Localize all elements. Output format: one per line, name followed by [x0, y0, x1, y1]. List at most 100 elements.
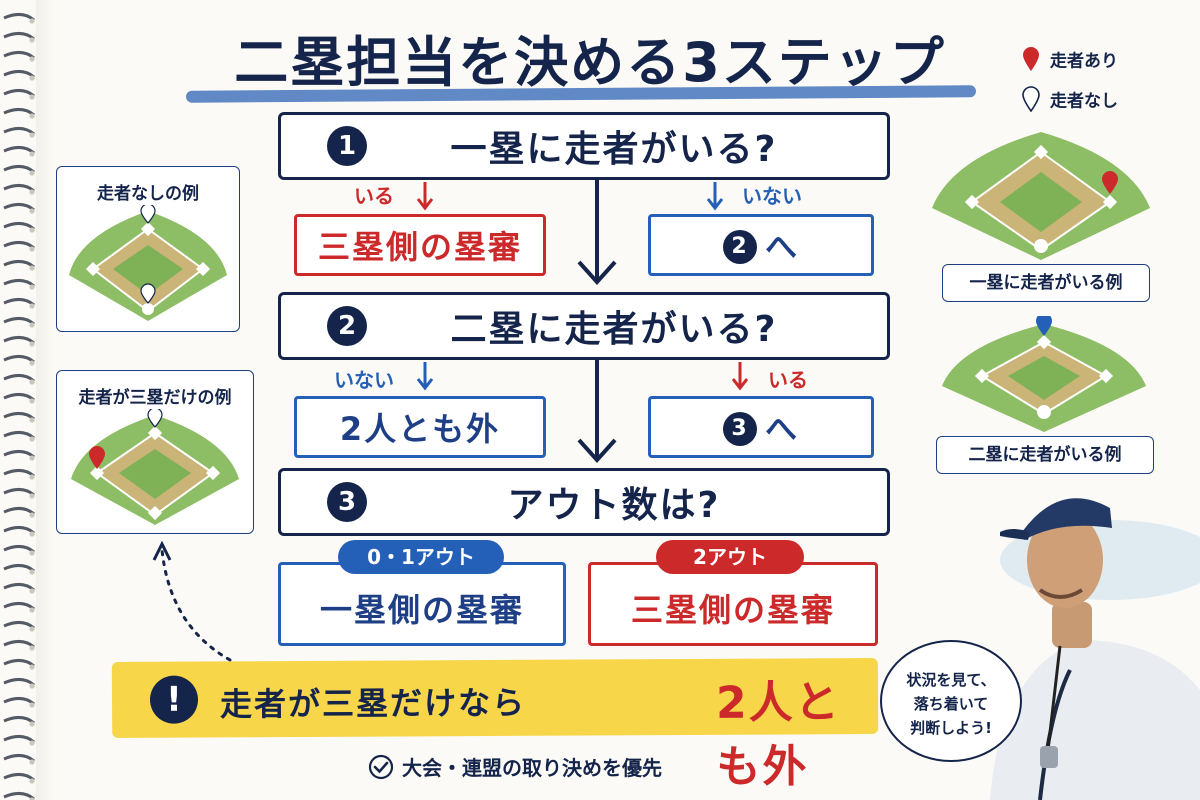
spiral-ring [3, 678, 35, 687]
step-2-no-answer: 2人とも外 [294, 396, 546, 458]
step-1-no-label: いない [742, 184, 802, 208]
spiral-ring [3, 127, 35, 136]
spiral-hole [29, 702, 35, 708]
spiral-hole [29, 664, 35, 670]
spiral-binding [3, 13, 35, 800]
spiral-ring [3, 184, 35, 193]
spiral-hole [29, 284, 35, 290]
spiral-hole [29, 607, 35, 613]
spiral-ring [3, 754, 35, 763]
spiral-hole [29, 759, 35, 765]
spiral-ring [3, 640, 35, 649]
spiral-hole [29, 75, 35, 81]
spiral-ring [3, 203, 35, 212]
exclamation-icon: ! [149, 675, 199, 724]
spiral-hole [29, 189, 35, 195]
spiral-hole [29, 113, 35, 119]
step-2-yes-label: いる [768, 368, 808, 392]
goto-step-3-badge: 3 [722, 412, 757, 446]
warning-text: 走者が三塁だけなら [219, 683, 527, 724]
spiral-hole [29, 531, 35, 537]
spiral-ring [3, 241, 35, 250]
spiral-ring [3, 336, 35, 345]
spiral-hole [29, 379, 35, 385]
spiral-hole [29, 588, 35, 594]
spiral-ring [3, 583, 35, 592]
baseball-diamond-diagram [69, 205, 227, 321]
coach-illustration [990, 498, 1200, 800]
step-2-question-text: 二塁に走者がいる? [450, 309, 778, 350]
spiral-hole [29, 56, 35, 62]
caption-second-base-example: 二塁に走者がいる例 [936, 436, 1154, 474]
spiral-hole [29, 550, 35, 556]
diamond-second-base-runner [942, 316, 1146, 432]
spiral-ring [3, 317, 35, 326]
spiral-ring [3, 70, 35, 79]
baseball-diamond-diagram [71, 409, 239, 525]
spiral-hole [29, 227, 35, 233]
spiral-ring [3, 621, 35, 630]
step-1-yes-label: いる [354, 184, 394, 208]
legend-no-runner: 走者なし [1022, 86, 1182, 112]
spiral-ring [3, 165, 35, 174]
dotted-pointer-arrow [152, 540, 232, 662]
spiral-ring [3, 222, 35, 231]
spiral-hole [29, 740, 35, 746]
spiral-ring [3, 146, 35, 155]
spiral-ring [3, 488, 35, 497]
spiral-hole [29, 683, 35, 689]
legend-with-runner: 走者あり [1022, 46, 1182, 72]
step-3-number: 3 [327, 482, 367, 522]
spiral-hole [29, 265, 35, 271]
spiral-hole [29, 797, 35, 800]
spiral-hole [29, 436, 35, 442]
footnote: 大会・連盟の取り決めを優先 [368, 752, 662, 781]
checkmark-circle-icon [368, 754, 394, 779]
spiral-hole [29, 474, 35, 480]
spiral-ring [3, 659, 35, 668]
spiral-hole [29, 645, 35, 651]
coach-speech-bubble: 状況を見て、 落ち着いて 判断しよう! [880, 640, 1022, 762]
step-3-question: 3 アウト数は? [278, 468, 890, 536]
spiral-hole [29, 170, 35, 176]
spiral-ring [3, 13, 35, 22]
spiral-hole [29, 208, 35, 214]
diamond-first-base-runner [932, 132, 1150, 260]
spiral-hole [29, 778, 35, 784]
spiral-ring [3, 298, 35, 307]
step-1-number: 1 [327, 126, 367, 166]
spiral-hole [29, 94, 35, 100]
warning-banner: ! 走者が三塁だけなら 2人とも外 [111, 657, 879, 793]
step-3-right-answer: 三塁側の塁審 [588, 562, 878, 646]
spiral-hole [29, 37, 35, 43]
spiral-ring [3, 545, 35, 554]
example-card-third-only: 走者が三塁だけの例 [56, 370, 254, 534]
spiral-hole [29, 417, 35, 423]
step-3-question-text: アウト数は? [507, 485, 721, 526]
spiral-ring [3, 735, 35, 744]
spiral-ring [3, 792, 35, 800]
spiral-ring [3, 393, 35, 402]
spiral-ring [3, 374, 35, 383]
step-1-question-text: 一塁に走者がいる? [450, 129, 778, 170]
spiral-ring [3, 716, 35, 725]
step-3-left-answer: 一塁側の塁審 [278, 562, 566, 646]
step-2-question: 2 二塁に走者がいる? [278, 292, 890, 360]
spiral-ring [3, 279, 35, 288]
page-title: 二塁担当を決める3ステップ [234, 31, 946, 94]
example-card-caption: 走者が三塁だけの例 [78, 388, 232, 408]
caption-first-base-example: 一塁に走者がいる例 [942, 264, 1150, 302]
spiral-ring [3, 450, 35, 459]
spiral-ring [3, 526, 35, 535]
example-card-caption: 走者なしの例 [97, 184, 199, 204]
goto-step-2-badge: 2 [722, 230, 757, 264]
spiral-ring [3, 602, 35, 611]
spiral-ring [3, 469, 35, 478]
step-2-no-label: いない [334, 368, 394, 392]
example-card-no-runner: 走者なしの例 [56, 166, 240, 332]
spiral-ring [3, 260, 35, 269]
spiral-hole [29, 398, 35, 404]
spiral-ring [3, 431, 35, 440]
